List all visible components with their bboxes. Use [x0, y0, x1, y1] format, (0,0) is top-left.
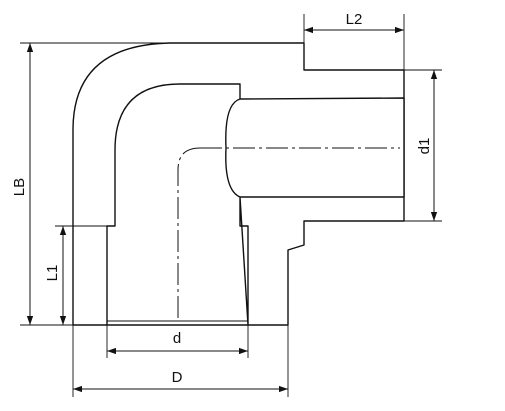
centerline-vertical [177, 147, 201, 318]
l2-label: L2 [346, 11, 363, 28]
big-d-label: D [172, 369, 183, 386]
d-label: d [173, 330, 181, 347]
d1-label: d1 [416, 138, 433, 155]
fitting-body [72, 42, 405, 326]
lb-label: LB [11, 178, 28, 196]
l1-label: L1 [44, 265, 61, 282]
fitting-bore [106, 83, 405, 326]
